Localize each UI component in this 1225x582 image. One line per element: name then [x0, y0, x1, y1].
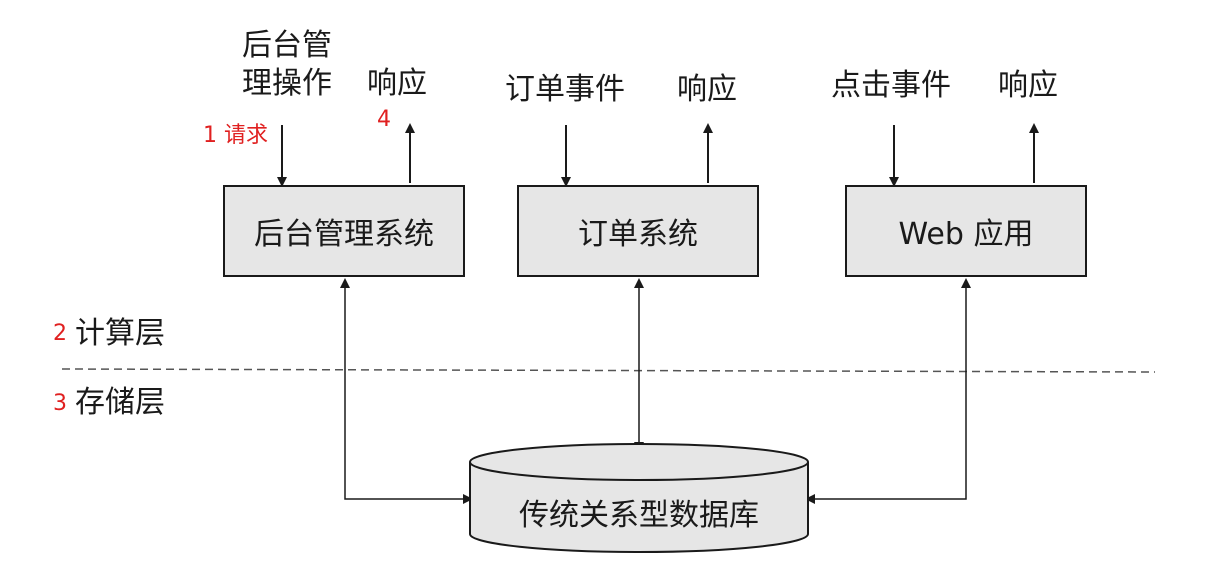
admin-system-box: 后台管理系统: [223, 185, 465, 277]
order-request-label: 订单事件: [505, 72, 625, 107]
compute-layer-number: 2: [53, 321, 67, 346]
order-response-label: 响应: [677, 72, 737, 107]
database-label: 传统关系型数据库: [519, 498, 759, 533]
click-response-label: 响应: [998, 68, 1058, 103]
web-db-connector: [805, 278, 971, 504]
order-system-box: 订单系统: [517, 185, 759, 277]
compute-layer-label: 计算层: [75, 316, 165, 351]
admin-request-label-line2: 理操作: [242, 66, 332, 101]
admin-db-connector: [340, 278, 473, 504]
storage-layer-label: 存储层: [75, 385, 165, 420]
database-cylinder: [469, 443, 809, 553]
layer-divider: [61, 368, 1156, 373]
response-step-annotation: 4: [377, 107, 391, 132]
request-step-annotation: 1 请求: [203, 123, 268, 148]
web-app-box: Web 应用: [845, 185, 1087, 277]
click-request-label: 点击事件: [831, 68, 951, 103]
storage-layer-number: 3: [53, 391, 67, 416]
admin-request-label-line1: 后台管: [242, 28, 332, 63]
admin-response-label: 响应: [367, 66, 427, 101]
